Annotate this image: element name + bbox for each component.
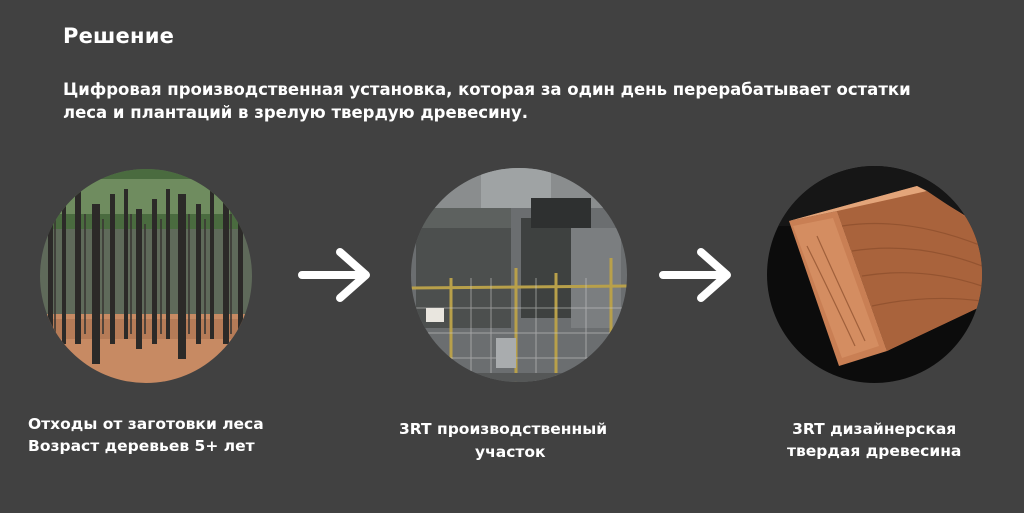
- factory-image: [411, 168, 627, 382]
- step-2-caption-line-1: 3RT производственный: [399, 420, 608, 438]
- arrow-right-icon: [659, 246, 735, 304]
- step-1-caption-line-1: Отходы от заготовки леса: [28, 415, 264, 433]
- arrow-right-icon: [298, 246, 374, 304]
- solution-description: Цифровая производственная установка, кот…: [63, 80, 911, 122]
- forest-image: [40, 169, 252, 383]
- step-1-caption: Отходы от заготовки леса Возраст деревье…: [28, 413, 264, 457]
- step-1-caption-line-2: Возраст деревьев 5+ лет: [28, 437, 255, 455]
- step-2-caption-line-2: участок: [475, 443, 546, 461]
- hardwood-beam-image: [767, 166, 982, 383]
- step-3-caption: 3RT дизайнерская твердая древесина: [787, 418, 961, 462]
- section-title: Решение: [63, 24, 175, 48]
- step-3-caption-line-2: твердая древесина: [787, 442, 962, 460]
- step-3-caption-line-1: 3RT дизайнерская: [792, 420, 957, 438]
